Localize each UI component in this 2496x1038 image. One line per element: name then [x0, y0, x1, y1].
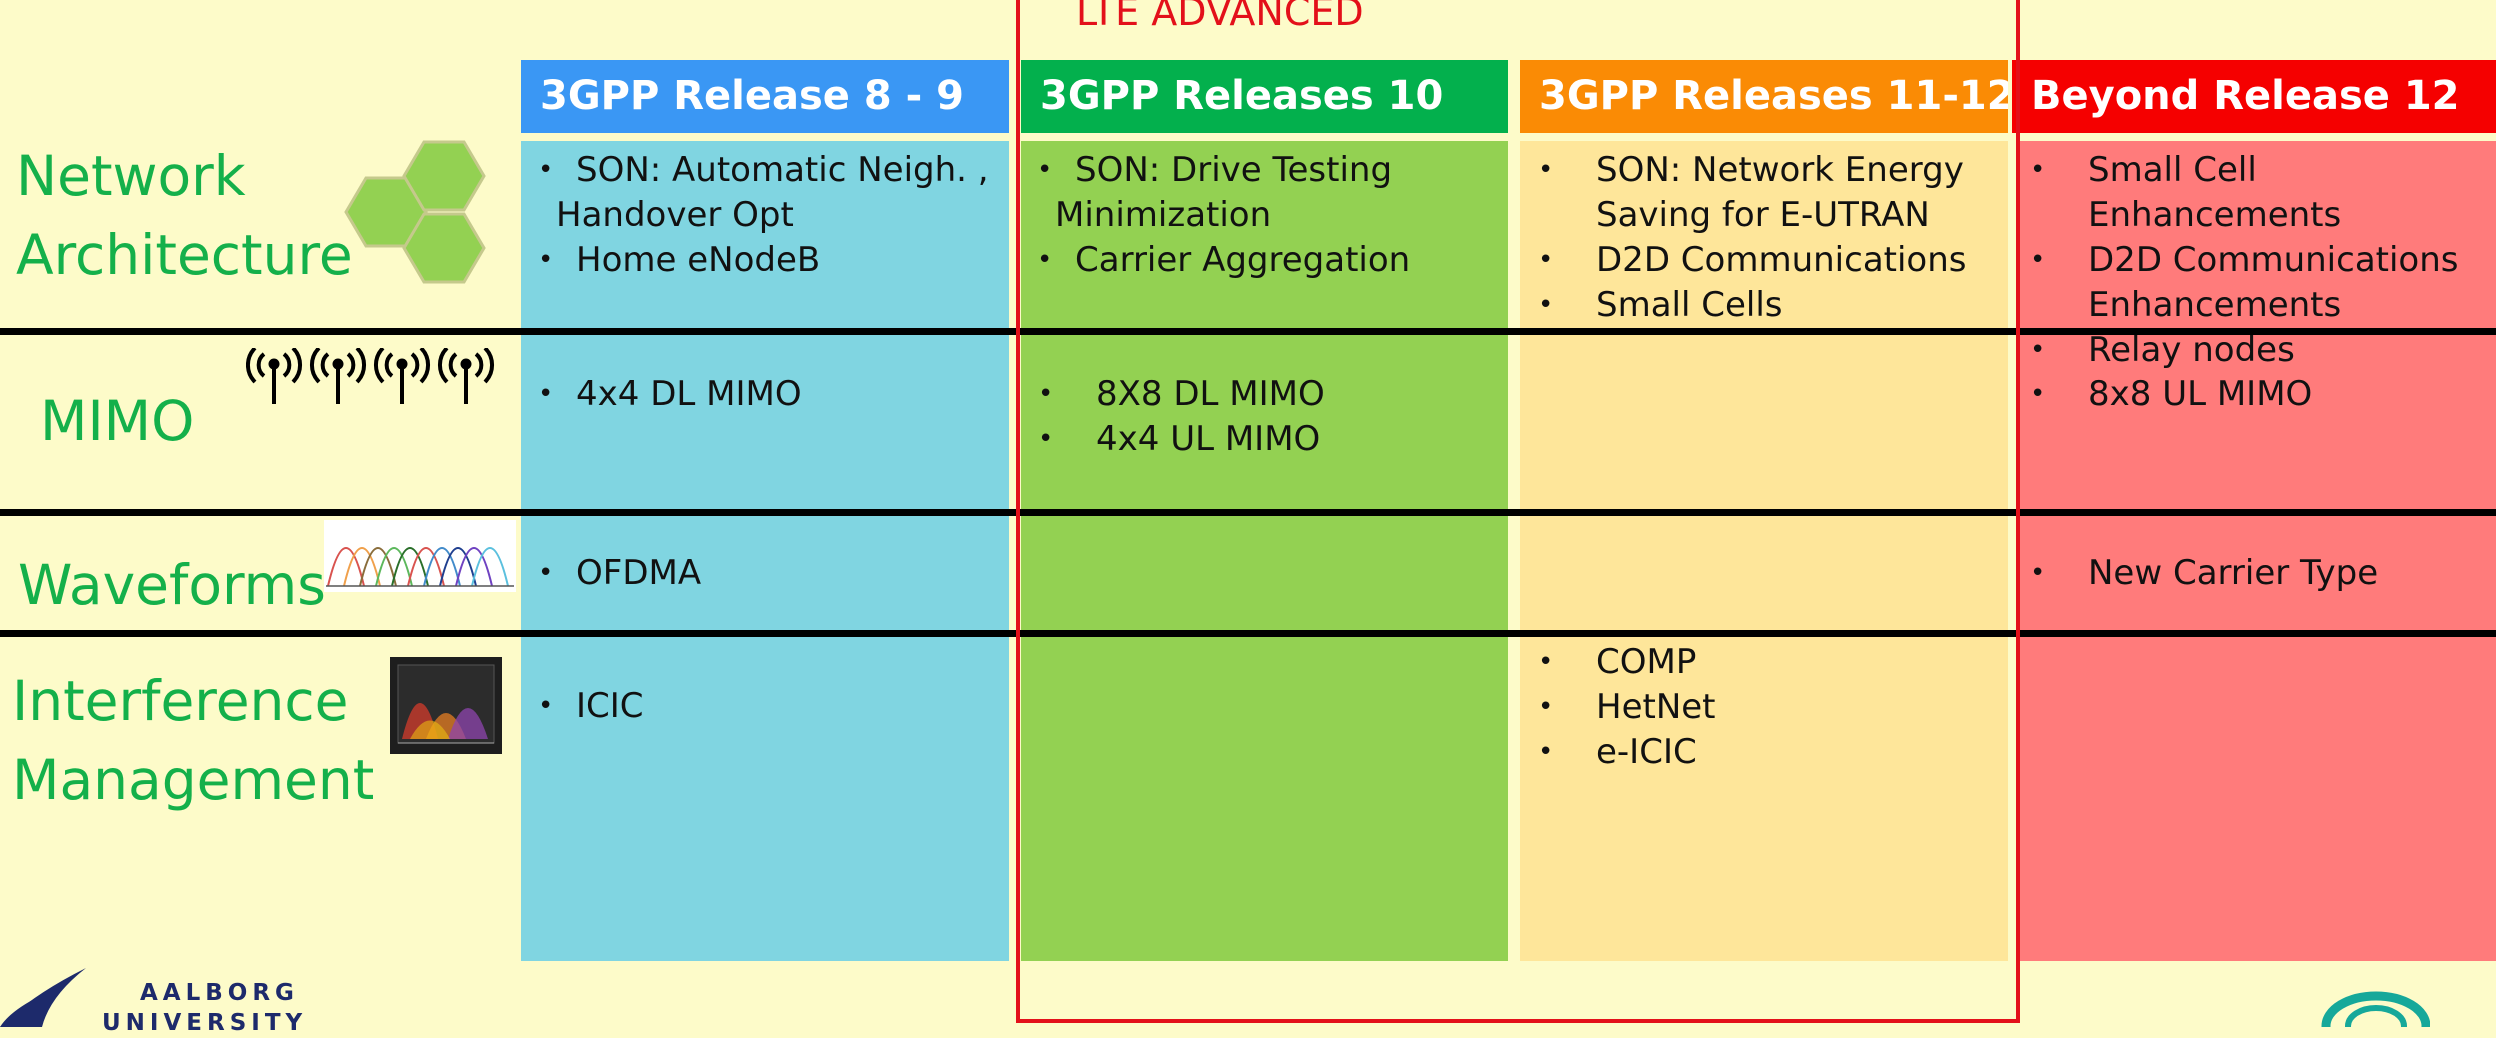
row-divider	[0, 328, 2496, 335]
list-item-text: Carrier Aggregation	[1075, 240, 1411, 280]
row-label-line: MIMO	[40, 389, 195, 453]
cell-waveforms-release-8-9: OFDMA	[536, 551, 1006, 596]
row-label-network-architecture: Network Architecture	[16, 137, 353, 295]
column-header-release-8-9: 3GPP Release 8 - 9	[521, 60, 1009, 133]
list-item: 4x4 DL MIMO	[536, 372, 1006, 417]
list-item-text: COMP	[1596, 642, 1697, 682]
cell-mimo-release-8-9: 4x4 DL MIMO	[536, 372, 1006, 417]
list-item: ICIC	[536, 684, 1006, 729]
list-item: New Carrier Type	[2028, 551, 2496, 596]
list-item-text: Home eNodeB	[576, 240, 821, 280]
cell-interference-release-8-9: ICIC	[536, 684, 1006, 729]
list-item-text: D2D Communications	[1596, 240, 1967, 280]
list-item-text: D2D Communications	[2088, 240, 2459, 280]
row-divider	[0, 509, 2496, 516]
column-header-release-11-12: 3GPP Releases 11-12	[1520, 60, 2008, 133]
cell-mimo-release-10: 8X8 DL MIMO 4x4 UL MIMO	[1036, 372, 1506, 462]
lte-advanced-label: LTE ADVANCED	[1076, 0, 1364, 34]
row-label-line: Waveforms	[18, 553, 326, 617]
list-item: Small Cells	[1536, 283, 2006, 328]
row-label-line: Architecture	[16, 223, 353, 287]
lte-advanced-frame	[1016, 0, 2020, 1023]
list-item-text: 8x8 UL MIMO	[2088, 374, 2313, 414]
list-item: Carrier Aggregation	[1035, 238, 1505, 283]
university-wave-logo-icon	[0, 968, 86, 1027]
cell-mimo-beyond-12: 8x8 UL MIMO	[2028, 372, 2496, 417]
corner-logo-icon	[2321, 991, 2430, 1027]
list-item: Relay nodes	[2028, 328, 2496, 373]
list-item: Small Cell Enhancements	[2028, 148, 2496, 238]
antenna-array-icon	[246, 348, 495, 404]
spectrum-plot-icon	[390, 657, 502, 754]
cell-network-beyond-12: Small Cell Enhancements D2D Communicatio…	[2028, 148, 2496, 373]
list-item: HetNet	[1536, 685, 2006, 730]
list-item-text: 4x4 DL MIMO	[576, 374, 802, 414]
list-item: e-ICIC	[1536, 730, 2006, 775]
list-item: 8x8 UL MIMO	[2028, 372, 2496, 417]
column-header-beyond-12: Beyond Release 12	[2012, 60, 2496, 133]
row-label-waveforms: Waveforms	[18, 546, 326, 625]
list-item-text: SON: Network Energy	[1596, 150, 1964, 190]
list-item: Home eNodeB	[536, 238, 1006, 283]
cell-network-release-8-9: SON: Automatic Neigh. , Handover Opt Home…	[536, 148, 1006, 283]
list-item-text: SON: Automatic Neigh. ,	[576, 150, 989, 190]
list-item-text: Enhancements	[2088, 285, 2342, 325]
list-item-text: Small Cell Enhancements	[2088, 150, 2342, 235]
list-item: SON: Automatic Neigh. , Handover Opt	[536, 148, 1006, 238]
list-item: D2D Communications	[1536, 238, 2006, 283]
list-item-text: HetNet	[1596, 687, 1716, 727]
list-item: 8X8 DL MIMO	[1036, 372, 1506, 417]
row-label-mimo: MIMO	[40, 382, 194, 461]
hexagon-cells-icon	[344, 140, 486, 284]
list-item-text: Saving for E-UTRAN	[1596, 195, 1930, 235]
list-item-text: Handover Opt	[556, 195, 794, 235]
logo-line: AALBORG	[140, 980, 299, 1006]
list-item-text: SON: Drive Testing	[1075, 150, 1393, 190]
list-item-text: ICIC	[576, 686, 644, 726]
list-item-text: Minimization	[1055, 195, 1272, 235]
column-header-release-10: 3GPP Releases 10	[1021, 60, 1508, 133]
cell-waveforms-beyond-12: New Carrier Type	[2028, 551, 2496, 596]
row-label-interference-management: Interference Management	[12, 662, 374, 820]
list-item: OFDMA	[536, 551, 1006, 596]
list-item-text: Relay nodes	[2088, 330, 2295, 370]
list-item-text: Small Cells	[1596, 285, 1783, 325]
row-label-line: Interference	[12, 669, 349, 733]
row-divider	[0, 630, 2496, 637]
logo-line: UNIVERSITY	[102, 1010, 308, 1036]
list-item: COMP	[1536, 640, 2006, 685]
list-item-text: 8X8 DL MIMO	[1096, 374, 1325, 414]
list-item-text: OFDMA	[576, 553, 702, 593]
university-logo-text: AALBORG UNIVERSITY	[102, 978, 307, 1038]
row-label-line: Network	[16, 144, 246, 208]
list-item-text: e-ICIC	[1596, 732, 1697, 772]
list-item-text: New Carrier Type	[2088, 553, 2379, 593]
list-item: 4x4 UL MIMO	[1036, 417, 1506, 462]
cell-interference-release-11-12: COMP HetNet e-ICIC	[1536, 640, 2006, 775]
list-item-text: 4x4 UL MIMO	[1096, 419, 1321, 459]
ofdm-subcarriers-icon	[324, 520, 516, 592]
row-label-line: Management	[12, 748, 375, 812]
